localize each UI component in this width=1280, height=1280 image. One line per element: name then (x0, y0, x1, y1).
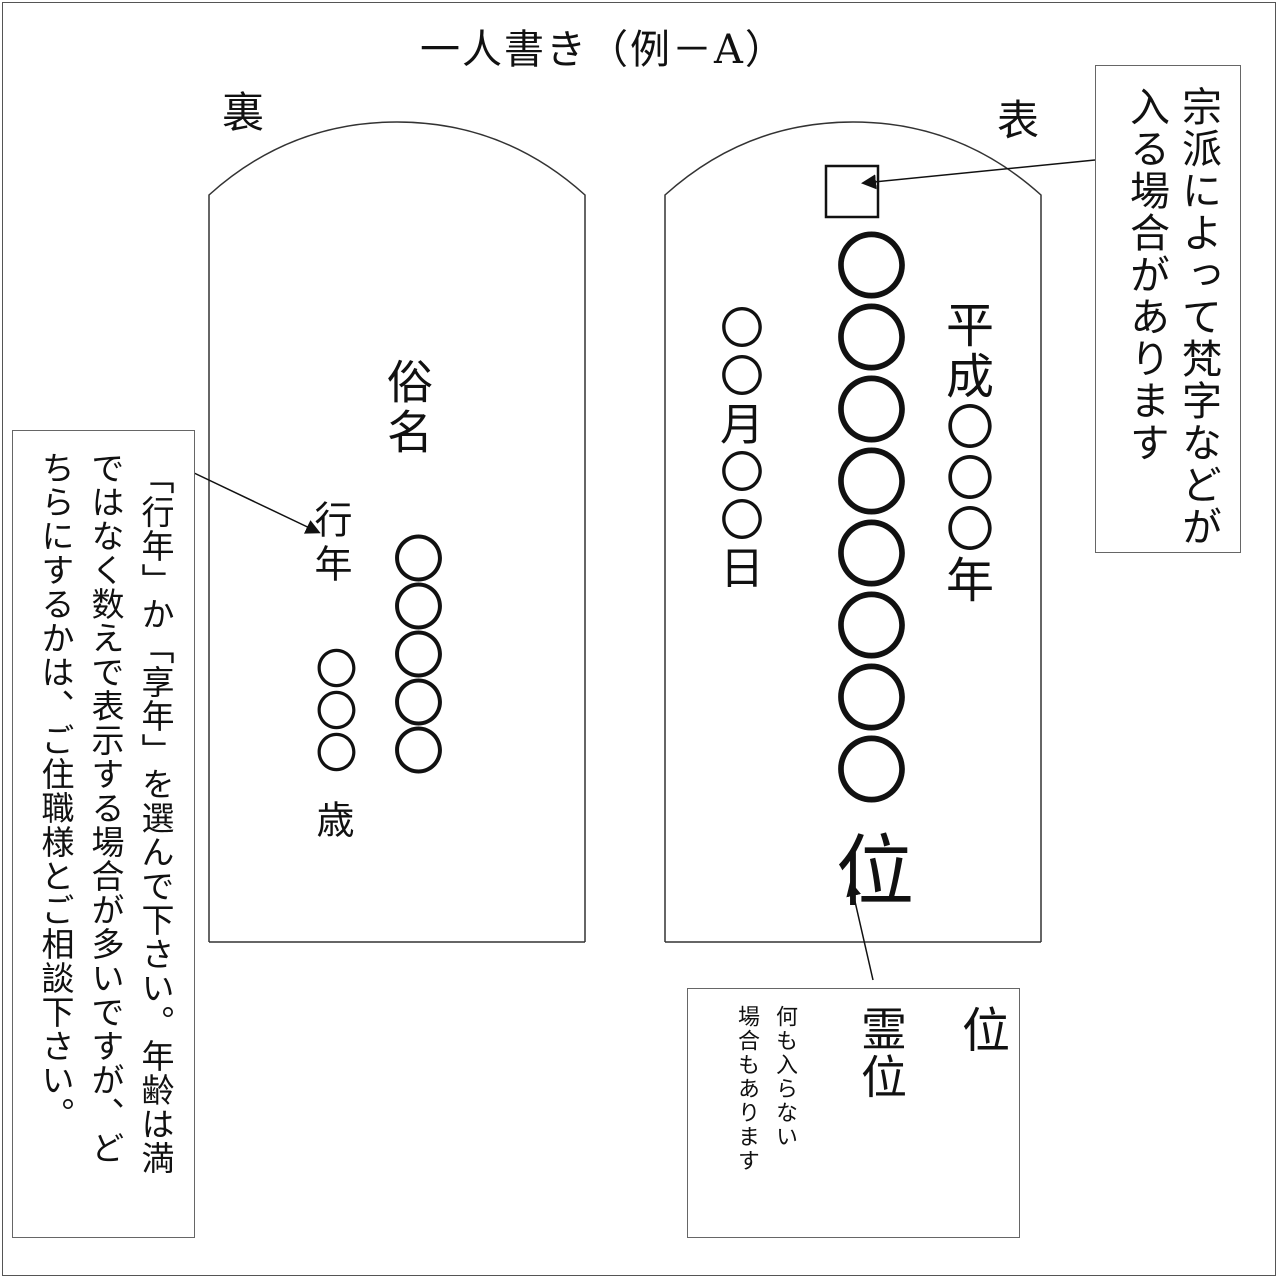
rank-character: 位 (823, 830, 913, 908)
year-note-line-3: ちらにするかは、ご住職様とご相談下さい。 (36, 451, 75, 1131)
sanskrit-note: 宗派によって梵字などが 入る場合があります (1095, 65, 1241, 553)
era-year: 平成〇〇〇年 (937, 300, 993, 606)
back-tablet-outline (208, 121, 586, 942)
rank-leader-arrow (846, 881, 874, 981)
rank-option-reii: 霊位 (854, 1005, 908, 1101)
age-placeholder: 〇〇〇 (309, 647, 358, 773)
zokumyo-label: 俗名 (380, 358, 434, 458)
sanskrit-note-line-1: 宗派によって梵字などが (1175, 86, 1221, 548)
front-tablet-outline (664, 121, 1042, 942)
front-side-label: 表 (997, 96, 1040, 145)
rank-options-note: 位 霊位 何も入らない 場合もあります (687, 988, 1020, 1238)
rank-option-none-line-1: 何も入らない (772, 1005, 797, 1149)
rank-option-none-line-2: 場合もあります (734, 1005, 759, 1173)
gyonen-label: 行年 (308, 500, 352, 588)
sanskrit-leader-arrow (861, 159, 1096, 190)
year-note-line-1: 「行年」か「享年」を選んで下さい。年齢は満 (136, 461, 175, 1175)
sanskrit-box (824, 164, 880, 219)
page-title: 一人書き（例－A） (420, 27, 787, 73)
age-suffix: 歳 (310, 800, 354, 838)
year-note: 「行年」か「享年」を選んで下さい。年齢は満 ではなく数えで表示する場合が多いです… (12, 430, 195, 1238)
back-side-label: 裏 (222, 88, 265, 137)
zokumyo-placeholder: 〇〇〇〇〇 (383, 532, 443, 772)
sanskrit-note-line-2: 入る場合があります (1123, 86, 1169, 464)
rank-option-i: 位 (953, 1005, 1009, 1053)
year-note-line-2: ではなく数えで表示する場合が多いですが、ど (86, 451, 125, 1165)
year-leader-arrow (191, 471, 321, 534)
month-day: 〇〇月〇〇日 (712, 305, 763, 593)
kaimyo-placeholder: 〇〇〇〇〇〇〇〇 (822, 228, 908, 804)
